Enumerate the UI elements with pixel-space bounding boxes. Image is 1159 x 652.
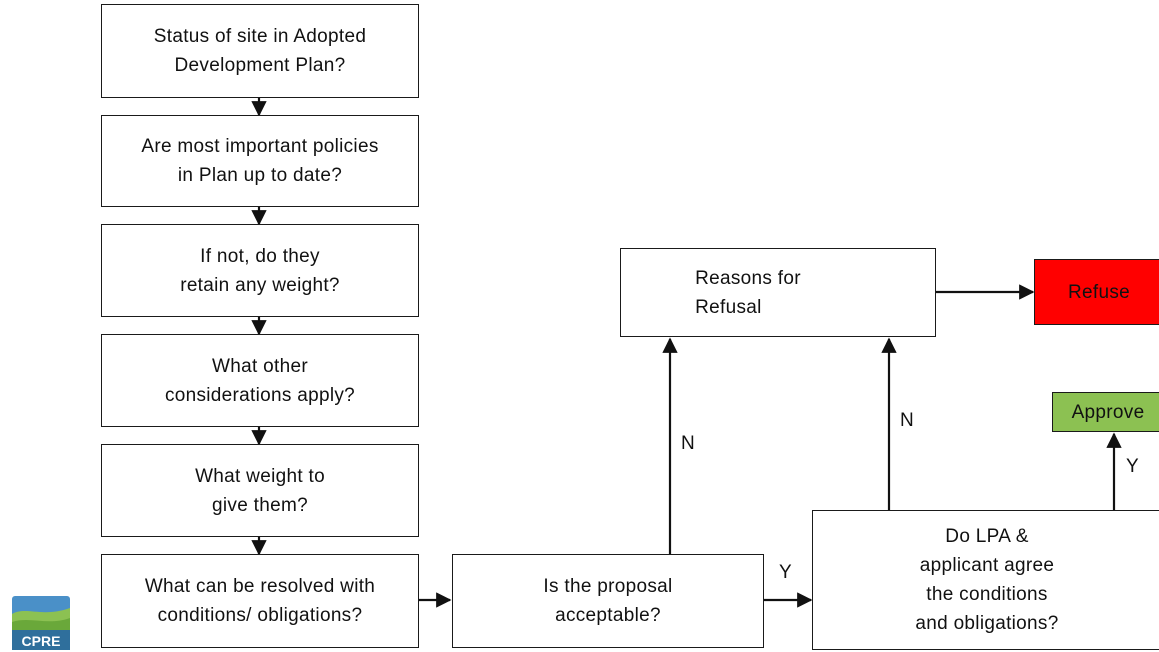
decision-proposal-acceptable: Is the proposal acceptable? [452, 554, 764, 648]
decision-agreement-text: Do LPA & applicant agree the conditions … [915, 526, 1059, 634]
decision-agreement: Do LPA & applicant agree the conditions … [812, 510, 1159, 650]
step-retain-weight: If not, do they retain any weight? [101, 224, 419, 317]
cpre-logo-text: CPRE [22, 633, 61, 649]
outcome-approve: Approve [1052, 392, 1159, 432]
outcome-approve-text: Approve [1071, 401, 1145, 423]
edge-label-agreement-no: N [900, 410, 914, 431]
edge-label-agreement-yes: Y [1126, 456, 1139, 477]
step-resolved-with-conditions-text: What can be resolved with conditions/ ob… [144, 576, 376, 626]
reasons-for-refusal-box: Reasons for Refusal [620, 248, 936, 337]
step-policies-up-to-date: Are most important policies in Plan up t… [101, 115, 419, 207]
step-retain-weight-text: If not, do they retain any weight? [180, 245, 340, 296]
edge-label-proposal-yes: Y [779, 562, 792, 583]
step-what-weight-text: What weight to give them? [195, 465, 325, 516]
reasons-for-refusal-text: Reasons for Refusal [695, 267, 801, 318]
cpre-logo: CPRE [12, 596, 70, 650]
edge-label-proposal-no: N [681, 433, 695, 454]
step-site-status: Status of site in Adopted Development Pl… [101, 4, 419, 98]
step-other-considerations: What other considerations apply? [101, 334, 419, 427]
outcome-refuse-text: Refuse [1067, 281, 1130, 303]
outcome-refuse: Refuse [1034, 259, 1159, 325]
step-what-weight: What weight to give them? [101, 444, 419, 537]
decision-proposal-acceptable-text: Is the proposal acceptable? [543, 576, 673, 626]
step-site-status-text: Status of site in Adopted Development Pl… [153, 26, 367, 76]
step-other-considerations-text: What other considerations apply? [164, 355, 356, 406]
step-policies-up-to-date-text: Are most important policies in Plan up t… [141, 136, 379, 186]
step-resolved-with-conditions: What can be resolved with conditions/ ob… [101, 554, 419, 648]
